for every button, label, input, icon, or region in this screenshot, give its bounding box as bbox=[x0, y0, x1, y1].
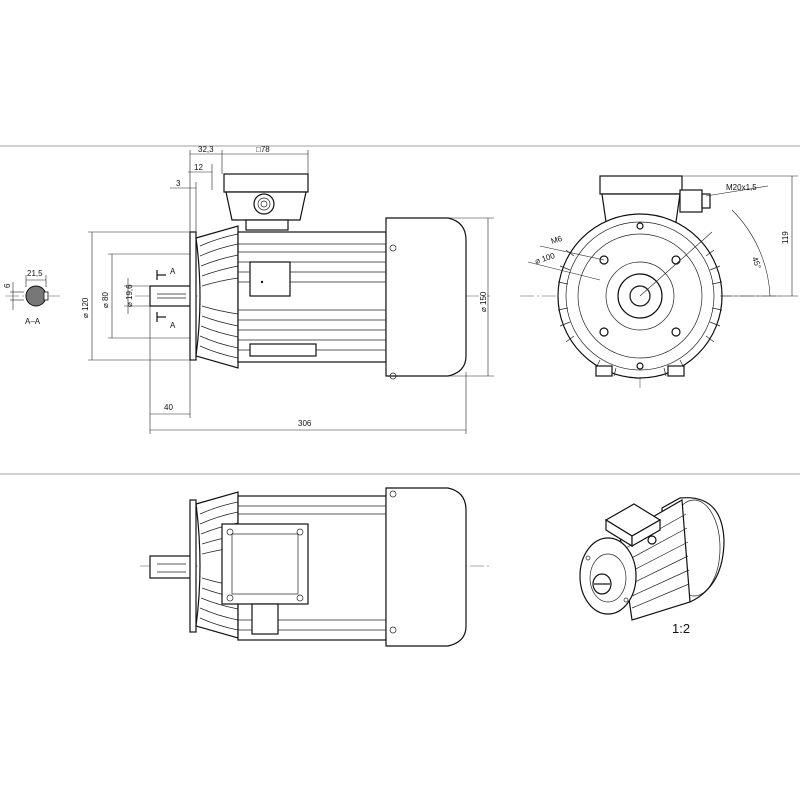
dim-dia-80: ⌀ 80 bbox=[101, 292, 110, 308]
dim-3: 3 bbox=[176, 179, 181, 188]
section-a-a-view: 21,5 6 A–A bbox=[3, 269, 60, 326]
fan-cover bbox=[385, 217, 467, 377]
dim-40: 40 bbox=[164, 403, 173, 412]
scale-label: 1:2 bbox=[672, 621, 690, 636]
top-cable-gland bbox=[251, 603, 279, 635]
nameplate bbox=[249, 261, 291, 297]
shaft-section-circle bbox=[25, 285, 47, 307]
section-label: A–A bbox=[25, 317, 41, 326]
front-shaft bbox=[629, 285, 651, 307]
shaft bbox=[149, 285, 193, 307]
cable-gland bbox=[253, 193, 275, 215]
dim-thread: M20x1,5 bbox=[726, 183, 757, 192]
dim-dia-19-6: ⌀ 19,6 bbox=[125, 284, 134, 307]
end-shield bbox=[195, 225, 239, 369]
bolt-hole bbox=[636, 362, 644, 370]
top-view bbox=[140, 487, 490, 647]
keyway-section bbox=[43, 291, 49, 301]
front-view: M20x1,5 M6 ⌀ 100 45° 119 bbox=[520, 175, 798, 390]
front-cable-gland bbox=[679, 189, 703, 213]
dim-box-78: □78 bbox=[256, 145, 270, 154]
dim-119: 119 bbox=[781, 231, 790, 244]
stator-body bbox=[237, 231, 387, 363]
dim-dia-120: ⌀ 120 bbox=[81, 297, 90, 318]
dim-32-3: 32,3 bbox=[198, 145, 214, 154]
dim-21-5: 21,5 bbox=[27, 269, 43, 278]
bolt-hole bbox=[599, 327, 609, 337]
isometric-view bbox=[579, 497, 725, 621]
side-view-dimensions: 32,3 □78 12 3 ⌀ 120 ⌀ 80 ⌀ 19,6 A bbox=[81, 145, 494, 434]
dim-306: 306 bbox=[298, 419, 312, 428]
bolt-hole bbox=[671, 255, 681, 265]
bolt-hole bbox=[671, 327, 681, 337]
dim-bolt: M6 bbox=[550, 234, 564, 246]
flange-plate bbox=[189, 231, 197, 361]
dim-dia-100: ⌀ 100 bbox=[534, 251, 557, 266]
rating-label bbox=[249, 343, 317, 357]
top-terminal-box bbox=[221, 523, 309, 605]
dim-angle-45: 45° bbox=[750, 256, 763, 270]
bolt-hole bbox=[636, 222, 644, 230]
top-fan-cover bbox=[385, 487, 467, 647]
top-shaft bbox=[149, 555, 193, 579]
cooling-fins-front bbox=[199, 233, 239, 359]
terminal-box bbox=[223, 173, 309, 193]
side-view: 32,3 □78 12 3 ⌀ 120 ⌀ 80 ⌀ 19,6 A bbox=[81, 145, 494, 434]
front-terminal-box bbox=[599, 175, 683, 195]
front-view-dimensions: M20x1,5 M6 ⌀ 100 45° 119 bbox=[527, 175, 798, 297]
section-mark-a-bottom: A bbox=[170, 321, 176, 330]
section-mark-a-top: A bbox=[170, 267, 176, 276]
dim-12: 12 bbox=[194, 163, 203, 172]
frame-lines bbox=[0, 145, 800, 475]
dim-dia-150: ⌀ 150 bbox=[479, 291, 488, 312]
dim-6: 6 bbox=[3, 283, 12, 288]
housing-fins bbox=[557, 249, 723, 377]
